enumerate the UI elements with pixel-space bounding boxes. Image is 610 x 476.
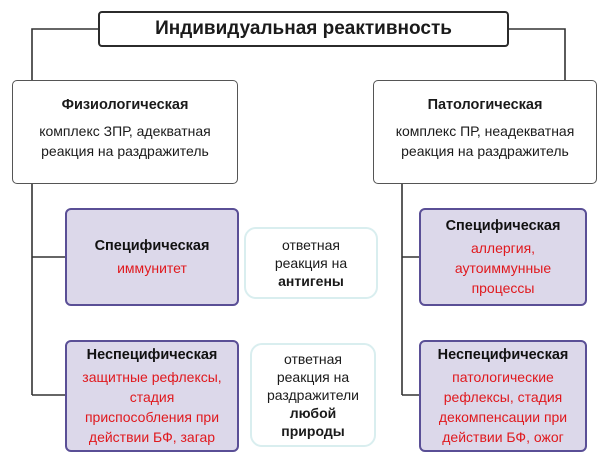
nonspecific-response-line1: ответная bbox=[283, 351, 342, 367]
specific-response-line2: реакция на bbox=[274, 255, 348, 271]
pathological-specific-box: Специфическая аллергия, аутоиммунные про… bbox=[419, 208, 587, 306]
pathological-specific-title: Специфическая bbox=[445, 218, 561, 234]
physiological-specific-text: иммунитет bbox=[117, 260, 187, 276]
nonspecific-response-bold2: природы bbox=[281, 423, 345, 439]
root-to-right-connector bbox=[509, 28, 566, 80]
physiological-line2: реакция на раздражитель bbox=[41, 143, 209, 159]
physiological-nonspecific-box: Неспецифическая защитные рефлексы, стади… bbox=[65, 340, 239, 452]
specific-response-note: ответная реакция на антигены bbox=[244, 227, 378, 299]
pathological-nonspecific-box: Неспецифическая патологические рефлексы,… bbox=[419, 340, 587, 452]
pathological-nonspecific-line: патологические bbox=[452, 369, 554, 385]
pathological-nonspecific-line: действии БФ, ожог bbox=[442, 429, 564, 445]
physiological-title: Физиологическая bbox=[61, 97, 189, 113]
pathological-nonspecific-title: Неспецифическая bbox=[437, 347, 569, 363]
physiological-specific-title: Специфическая bbox=[94, 238, 210, 254]
physiological-box: Физиологическая комплекс ЗПР, адекватная… bbox=[12, 80, 238, 184]
physiological-nonspecific-line: приспособления при bbox=[84, 409, 220, 425]
pathological-nonspecific-line: декомпенсации при bbox=[438, 409, 568, 425]
pathological-line1: комплекс ПР, неадекватная bbox=[395, 123, 575, 139]
pathological-nonspecific-line: рефлексы, стадия bbox=[443, 389, 563, 405]
pathological-box: Патологическая комплекс ПР, неадекватная… bbox=[373, 80, 597, 184]
pathological-specific-line: процессы bbox=[471, 280, 535, 296]
nonspecific-response-bold1: любой bbox=[289, 405, 337, 421]
physiological-specific-box: Специфическая иммунитет bbox=[65, 208, 239, 306]
physiological-nonspecific-title: Неспецифическая bbox=[86, 347, 218, 363]
nonspecific-response-line2: реакция на bbox=[276, 369, 350, 385]
physiological-line1: комплекс ЗПР, адекватная bbox=[39, 123, 211, 139]
nonspecific-response-line3: раздражители bbox=[266, 387, 360, 403]
nonspecific-response-note: ответная реакция на раздражители любой п… bbox=[250, 343, 376, 447]
physiological-nonspecific-line: стадия bbox=[129, 389, 175, 405]
pathological-specific-line: аллергия, bbox=[470, 240, 536, 256]
pathological-title: Патологическая bbox=[427, 97, 543, 113]
specific-response-bold: антигены bbox=[278, 273, 344, 289]
root-to-left-connector bbox=[31, 28, 98, 80]
pathological-line2: реакция на раздражитель bbox=[401, 143, 569, 159]
specific-response-line1: ответная bbox=[281, 237, 340, 253]
physiological-nonspecific-line: действии БФ, загар bbox=[88, 429, 216, 445]
root-title-box: Индивидуальная реактивность bbox=[98, 11, 509, 47]
root-title: Индивидуальная реактивность bbox=[155, 18, 452, 39]
physiological-nonspecific-line: защитные рефлексы, bbox=[82, 369, 222, 385]
pathological-specific-line: аутоиммунные bbox=[454, 260, 552, 276]
